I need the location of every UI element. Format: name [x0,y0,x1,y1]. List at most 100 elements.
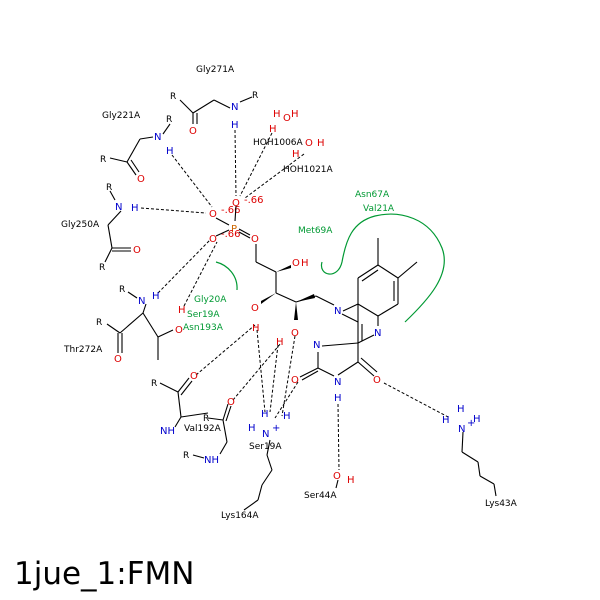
water-label-hoh1006: HOH1006A [253,138,304,148]
atom-h: H [166,146,174,157]
atom-nh: NH [160,426,175,437]
atom-n: N [334,377,341,388]
atom-n: N [138,296,145,307]
hbond-thr272-nh-o [157,239,211,294]
atom-o: O [227,397,235,408]
atom-h: H [292,149,300,160]
residue-ser19-backbone: O R NH [183,397,235,466]
atom-o: O [175,325,183,336]
atom-r: R [183,451,189,461]
atom-h: H [291,109,299,120]
atom-o: O [209,209,217,220]
atom-h: H [473,414,481,425]
atom-h: H [301,258,309,269]
residue-label-asn193: Asn193A [183,323,224,333]
atom-h: H [261,409,269,420]
residue-val192: R O NH R Val192A [151,371,222,437]
wedge-bond [296,294,315,302]
residue-label-ser19-hydrophobic: Ser19A [187,310,220,320]
wedge-bond [261,293,276,304]
atom-n: N [313,340,320,351]
atom-h: H [178,305,186,316]
ligand-fmn: O -.66 O -.66 P O -.66 O O H O H O H N [209,195,418,404]
atom-r: R [100,155,106,165]
atom-r: R [96,318,102,328]
residue-label-gly20: Gly20A [194,295,227,305]
atom-o: O [373,375,381,386]
atom-h: H [457,404,465,415]
atom-h: H [252,323,260,334]
hbond-gly250-o [140,207,207,214]
hbond-gly271-o [234,129,237,197]
atom-o: O [209,234,217,245]
hbond-val192-o [195,324,256,376]
atom-h: H [317,138,325,149]
atom-o: O [133,245,141,256]
atom-o: O [291,328,299,339]
atom-o: O [292,258,300,269]
residue-label-met69: Met69A [298,226,333,236]
atom-n: N [154,132,161,143]
residue-thr272: R N H R O Thr272A O H [63,285,186,365]
residue-label-asn67: Asn67A [355,190,390,200]
residue-label-thr272: Thr272A [63,345,103,355]
residue-lys43: H H N + H Lys43A [442,404,518,509]
atom-h: H [276,337,284,348]
atom-o: O [283,113,291,124]
hbond-lys164-n3 [274,381,299,419]
atom-o: O [190,371,198,382]
atom-o: O [333,471,341,482]
atom-n: N [458,424,465,435]
atom-h: H [131,203,139,214]
atom-h: H [152,291,160,302]
water-hoh1006: H O H H HOH1006A [253,109,304,148]
atom-h: H [269,124,277,135]
residue-label-val21: Val21A [363,204,395,214]
atom-r: R [252,91,258,101]
atom-charge: -.66 [221,205,241,216]
atom-r: R [170,92,176,102]
atom-h: H [334,393,342,404]
atom-charge-plus: + [467,418,475,429]
residue-label-gly221: Gly221A [102,111,141,121]
residue-gly221: Gly221A R R N H O [100,111,174,185]
residue-label-gly250: Gly250A [61,220,100,230]
residue-label-lys43: Lys43A [485,499,518,509]
atom-h: H [248,423,256,434]
residue-gly250: R N H Gly250A O R [61,183,141,273]
atom-n: N [374,328,381,339]
hbond-hoh1021-o [244,153,305,199]
atom-r: R [99,263,105,273]
hbond-ser19-o [232,342,282,401]
residue-lys164: H H N + H Ser19A Lys164A [221,409,291,521]
hbond-thr272-oh-o [183,241,218,307]
hbond-lys164-o3 [281,335,296,417]
atom-o: O [251,303,259,314]
atom-o: O [137,174,145,185]
atom-p: P [231,224,237,235]
water-label-hoh1021: HOH1021A [283,165,334,175]
water-hoh1021: O H H HOH1021A [283,138,334,175]
hbond-hoh1006-o [239,132,273,197]
hydrophobic-labels: Asn67A Val21A Met69A Gly20A Ser19A Asn19… [183,190,395,333]
hydrogen-bonds [140,129,451,471]
atom-r: R [166,115,172,125]
atom-charge-plus: + [272,423,280,434]
hydrophobic-arc-gly20 [215,261,238,291]
diagram-title: 1jue_1:FMN [14,556,195,592]
residue-label-ser19: Ser19A [249,442,282,452]
atom-r: R [119,285,125,295]
residue-gly271: R R N H O Gly271A [170,65,258,137]
hbond-lys164-o1 [256,329,266,413]
atom-h: H [231,120,239,131]
atom-nh: NH [204,455,219,466]
wedge-bond [276,265,291,272]
atom-o: O [291,375,299,386]
atom-o: O [189,126,197,137]
hbond-ser44-n3 [337,403,340,471]
atom-charge: -.66 [221,229,241,240]
atom-h: H [442,415,450,426]
atom-r: R [106,183,112,193]
hbond-gly221-o [171,154,213,208]
